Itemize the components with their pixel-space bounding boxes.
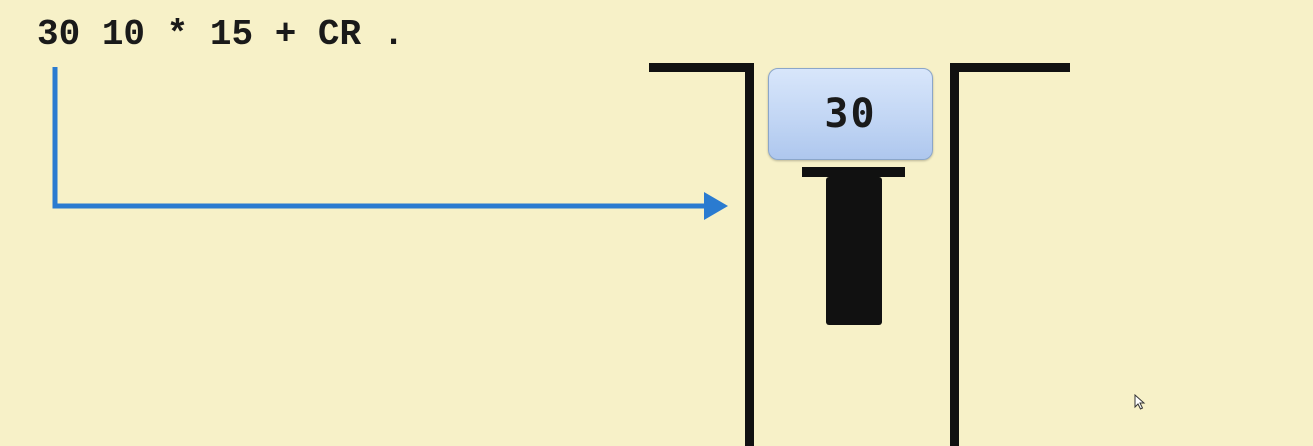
expression-line: 30 10 * 15 + CR . <box>37 14 404 55</box>
stack-spring <box>802 167 905 325</box>
token-word: CR <box>317 14 362 55</box>
stack-cell-value: 30 <box>824 91 877 137</box>
stack-right-rim <box>957 63 1070 72</box>
token-operator: + <box>274 14 297 55</box>
spring-plate <box>802 167 905 177</box>
push-arrow <box>52 67 728 220</box>
token-literal: 15 <box>209 14 254 55</box>
spring-body <box>826 177 882 325</box>
token-literal: 10 <box>101 14 146 55</box>
stack-right-wall <box>950 63 959 446</box>
stack-container <box>649 63 1070 446</box>
mouse-pointer-icon <box>1134 394 1146 410</box>
stack-left-wall <box>745 63 754 446</box>
stack-left-rim <box>649 63 752 72</box>
token-literal: 30 <box>37 14 81 55</box>
stack-cell: 30 <box>768 68 933 160</box>
push-arrow-head <box>704 192 728 220</box>
token-word: . <box>382 14 405 55</box>
push-arrow-line <box>52 67 706 209</box>
token-operator: * <box>166 14 189 55</box>
